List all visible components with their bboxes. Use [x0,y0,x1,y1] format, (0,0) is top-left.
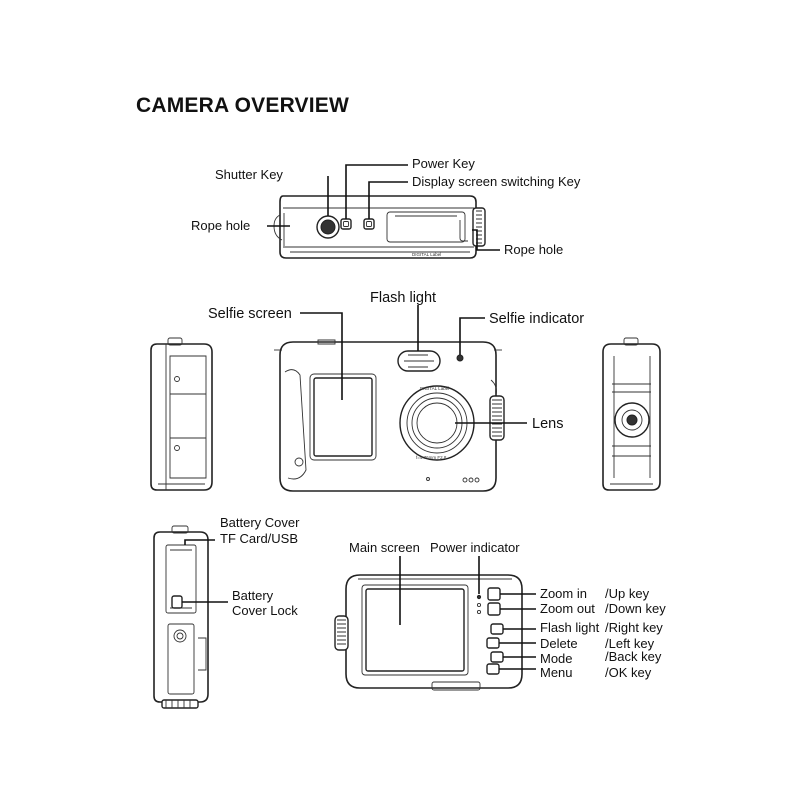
tf-card-usb-label: TF Card/USB [220,531,298,546]
mode-key-icon [490,651,504,663]
battery-cover-icon [165,544,197,614]
top-panel [386,211,466,243]
back-zoom-dial-icon [334,615,349,651]
flash-light-key-icon [490,623,504,635]
camera-right-side-view [602,337,661,491]
down-key-label: /Down key [605,601,666,616]
battery-cover-lock-label-2: Cover Lock [232,603,298,618]
power-key-label: Power Key [412,156,475,171]
selfie-indicator-label: Selfie indicator [489,311,584,327]
battery-cover-lock-label-1: Battery [232,588,274,603]
right-key-label: /Right key [605,620,663,635]
selfie-indicator-icon [456,354,464,362]
selfie-screen-label: Selfie screen [208,306,292,322]
flash-light-key-label: Flash light [540,620,600,635]
top-body-mark: DIGITAL Label [412,252,441,257]
zoom-out-label: Zoom out [540,601,595,616]
power-indicator-icon [476,594,482,600]
zoom-out-key-icon [487,602,501,616]
power-indicator-label: Power indicator [430,540,520,555]
back-key-label: /Back key [605,649,662,664]
display-switch-key-label: Display screen switching Key [412,174,581,189]
flash-light-label: Flash light [370,290,436,306]
zoom-in-label: Zoom in [540,586,587,601]
camera-side-view-battery: Battery Cover TF Card/USB Battery Cover … [153,515,300,709]
left-key-label: /Left key [605,636,655,651]
delete-key-icon [486,637,500,649]
lens-mark-bottom: f=4.76mm F2.8 [416,455,447,460]
menu-label: Menu [540,665,573,680]
shutter-key-label: Shutter Key [215,167,283,182]
ok-key-label: /OK key [605,665,652,680]
rope-hole-right-label: Rope hole [504,242,563,257]
camera-left-side-view [150,337,213,491]
main-screen-icon [365,588,465,672]
lens-label: Lens [532,416,563,432]
page-title: CAMERA OVERVIEW [136,94,350,117]
selfie-screen-icon [313,377,373,457]
lens-mark-top: DIGITAL Label [420,386,449,391]
rope-hole-left-label: Rope hole [191,218,250,233]
power-key-icon [340,218,352,230]
display-switch-key-icon [363,218,375,230]
front-zoom-dial-icon [489,395,505,441]
battery-cover-lock-icon [171,595,183,609]
camera-back-view: Main screen Power indicator Zoom in /Up … [334,540,666,691]
battery-cover-label: Battery Cover [220,515,300,530]
zoom-in-key-icon [487,587,501,601]
mode-label: Mode [540,651,573,666]
main-screen-label: Main screen [349,540,420,555]
delete-label: Delete [540,636,578,651]
menu-key-icon [486,663,500,675]
up-key-label: /Up key [605,586,650,601]
camera-top-view: DIGITAL Label Shutter Key Power Key Disp… [191,156,581,259]
camera-front-view: DIGITAL Label f=4.76mm F2.8 Selfie scree… [208,290,584,492]
